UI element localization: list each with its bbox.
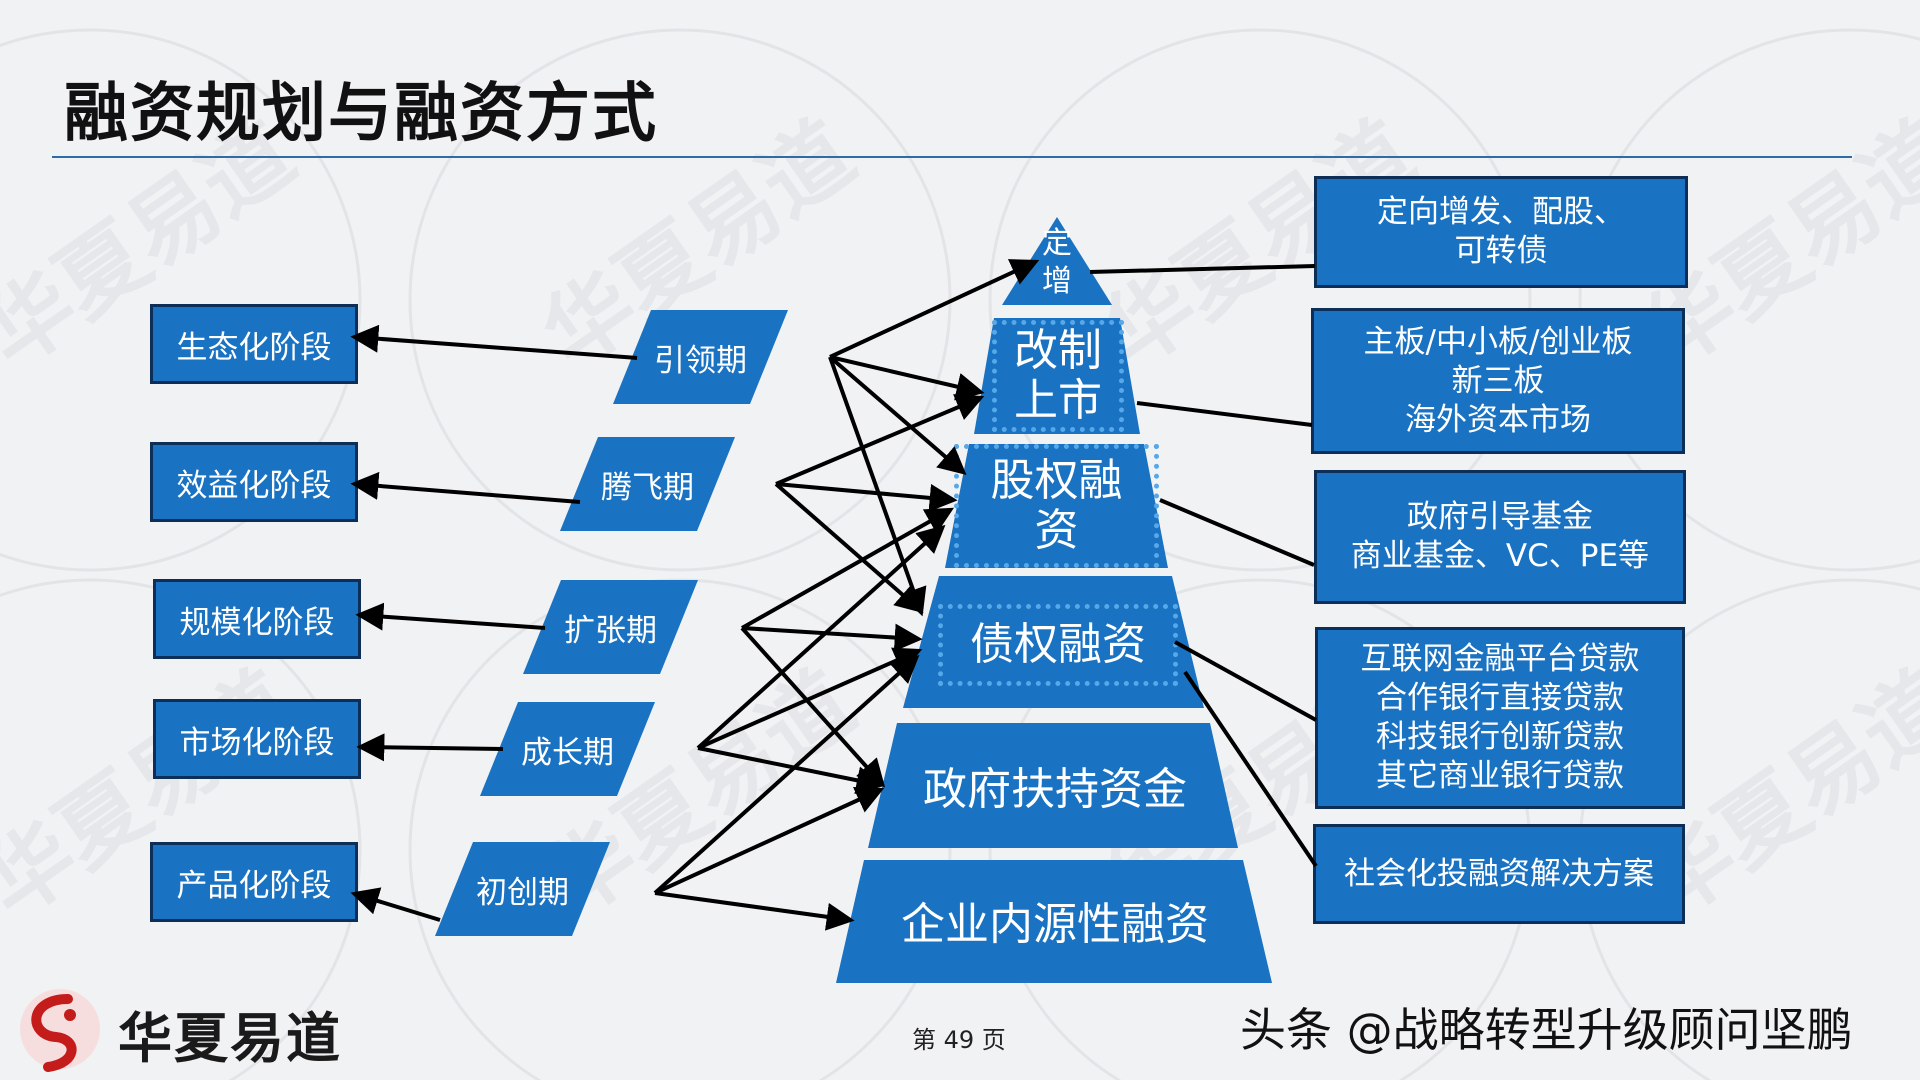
pyramid-level-internal-label: 企业内源性融资 xyxy=(850,885,1260,965)
method-line: 互联网金融平台贷款 xyxy=(1360,641,1640,677)
pyramid-top-label: 定 增 xyxy=(1027,218,1087,308)
period-label: 扩张期 xyxy=(564,612,657,649)
method-line: 科技银行创新贷款 xyxy=(1376,719,1624,755)
period-label: 初创期 xyxy=(476,874,569,911)
pyramid-level-internal xyxy=(836,860,1272,983)
method-line: 合作银行直接贷款 xyxy=(1376,680,1624,716)
pyramid-text: 企业内源性融资 xyxy=(901,899,1209,950)
method-line: 可转债 xyxy=(1454,233,1548,269)
period-label: 引领期 xyxy=(654,342,747,379)
stage-box-scale: 规模化阶段 xyxy=(153,579,361,659)
method-box-social-investment: 社会化投融资解决方案 xyxy=(1313,824,1685,924)
stage-label: 规模化阶段 xyxy=(179,604,335,641)
pyramid-text: 增 xyxy=(1042,264,1072,299)
pyramid-level-ipo-box: 改制 上市 xyxy=(992,320,1124,432)
period-label: 成长期 xyxy=(521,734,614,771)
stage-box-market: 市场化阶段 xyxy=(153,699,361,779)
method-line: 主板/中小板/创业板 xyxy=(1363,323,1633,360)
method-box-listing-boards: 主板/中小板/创业板 新三板 海外资本市场 xyxy=(1311,308,1685,454)
pyramid-text: 政府扶持资金 xyxy=(923,764,1187,815)
stage-label: 效益化阶段 xyxy=(176,467,332,504)
title-divider xyxy=(52,156,1852,158)
page-number: 第 49 页 xyxy=(912,1026,1006,1054)
pyramid-text: 改制 xyxy=(1014,325,1102,376)
pyramid-level-debt-box: 债权融资 xyxy=(938,604,1178,686)
pyramid-level-debt xyxy=(903,576,1204,708)
method-line: 其它商业银行贷款 xyxy=(1376,758,1624,794)
stage-box-profit: 效益化阶段 xyxy=(150,442,358,522)
method-line: 定向增发、配股、 xyxy=(1377,194,1625,230)
pyramid-text: 上市 xyxy=(1014,375,1102,426)
source-credit: 头条 @战略转型升级顾问坚鹏 xyxy=(1240,1003,1853,1057)
method-line: 海外资本市场 xyxy=(1405,401,1591,438)
method-line: 社会化投融资解决方案 xyxy=(1344,855,1654,892)
method-box-funds: 政府引导基金 商业基金、VC、PE等 xyxy=(1314,470,1686,604)
page-title: 融资规划与融资方式 xyxy=(64,76,658,151)
stage-label: 产品化阶段 xyxy=(176,867,332,904)
pyramid-text: 资 xyxy=(1034,505,1079,556)
brand-logo-icon xyxy=(20,989,100,1072)
pyramid-level-equity-box: 股权融 资 xyxy=(954,444,1159,568)
pyramid-text: 定 xyxy=(1042,226,1072,261)
pyramid-level-government xyxy=(868,723,1238,848)
period-label: 腾飞期 xyxy=(601,469,694,506)
pyramid-level-equity xyxy=(945,444,1168,568)
method-line: 政府引导基金 xyxy=(1407,499,1593,535)
stage-label: 市场化阶段 xyxy=(179,724,335,761)
stage-label: 生态化阶段 xyxy=(176,329,332,366)
brand-logo-text: 华夏易道 xyxy=(118,1006,342,1070)
method-box-loans: 互联网金融平台贷款 合作银行直接贷款 科技银行创新贷款 其它商业银行贷款 xyxy=(1315,627,1685,809)
method-line: 商业基金、VC、PE等 xyxy=(1350,538,1650,574)
method-box-private-placement: 定向增发、配股、 可转债 xyxy=(1314,176,1688,288)
stage-box-product: 产品化阶段 xyxy=(150,842,358,922)
pyramid-text: 债权融资 xyxy=(970,619,1146,670)
method-line: 新三板 xyxy=(1451,362,1545,399)
pyramid-level-government-label: 政府扶持资金 xyxy=(880,750,1230,830)
pyramid-text: 股权融 xyxy=(990,455,1123,506)
